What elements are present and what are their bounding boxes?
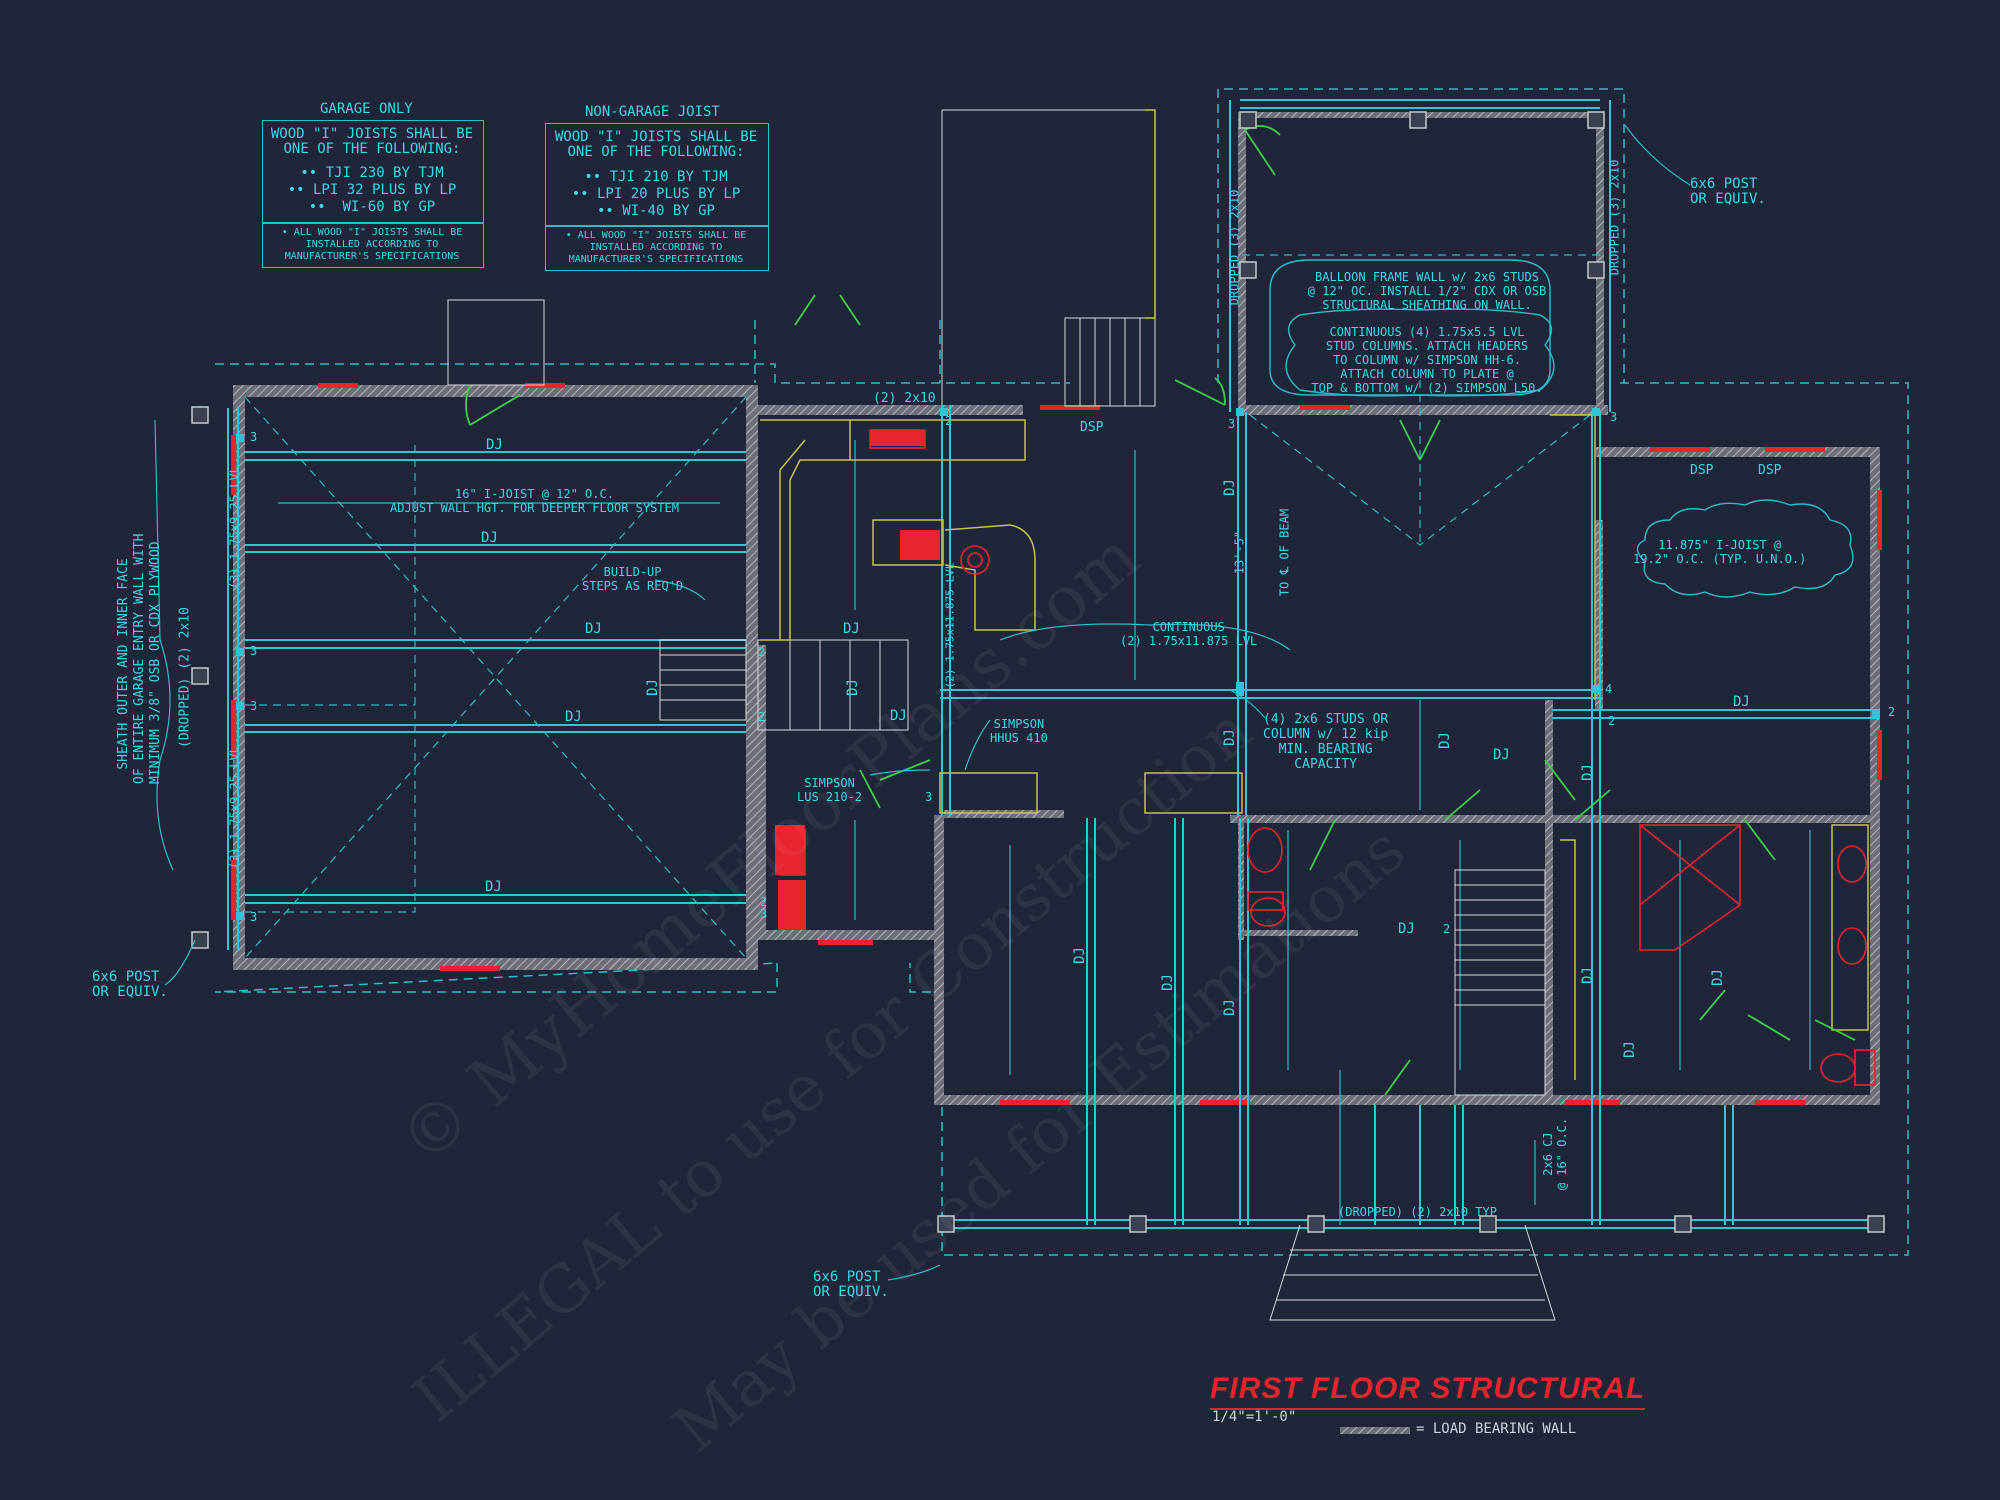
garage-option-2: •• LPI 32 PLUS BY LP [287, 182, 457, 198]
stud-columns-note: CONTINUOUS (4) 1.75x5.5 LVL STUD COLUMNS… [1311, 325, 1543, 395]
dj-label: DJ [481, 530, 498, 546]
lvl-lower: (3) 1.75x9.25 LVL [227, 746, 242, 869]
dj-label: DJ [1436, 732, 1453, 749]
column-tag: 3 [250, 430, 258, 444]
overhang-outline [214, 88, 1909, 1256]
nongarage-table-intro: WOOD "I" JOISTS SHALL BE ONE OF THE FOLL… [554, 129, 758, 160]
revision-cloud-2 [1269, 259, 1551, 396]
dj-label: DJ [1398, 921, 1415, 937]
nongarage-option-2: •• LPI 20 PLUS BY LP [571, 186, 741, 202]
column-markers [236, 408, 1880, 920]
post-note-top-right: 6x6 POST OR EQUIV. [1690, 176, 1766, 207]
column-tag: 4 [1605, 682, 1613, 696]
to-beam-note: TO ℄ OF BEAM [1277, 508, 1292, 597]
dropped-beam-3-left: DROPPED (3) 2x10 [1227, 189, 1242, 306]
posts [191, 111, 1885, 1233]
column-tag: 2 [945, 414, 953, 428]
column-tag: 2 [760, 895, 768, 909]
construction-lines [244, 254, 1811, 1225]
garage-table-heading: GARAGE ONLY [320, 101, 413, 117]
dj-label: DJ [1579, 967, 1596, 984]
plumbing-fixtures [779, 429, 1876, 1086]
post-note-left: 6x6 POST OR EQUIV. [92, 969, 168, 1000]
dj-label: DJ [1071, 947, 1088, 964]
garage-table-intro: WOOD "I" JOISTS SHALL BE ONE OF THE FOLL… [270, 126, 474, 157]
post-note-bottom: 6x6 POST OR EQUIV. [813, 1269, 889, 1300]
dj-label: DJ [1709, 969, 1726, 986]
dj-label: DJ [1733, 694, 1750, 710]
column-tag: 3 [1228, 417, 1236, 431]
column-tag: 3 [250, 699, 258, 713]
column-tag: 3 [760, 907, 768, 921]
header-2x10: (2) 2x10 [873, 391, 936, 406]
legend-swatch [1340, 1427, 1410, 1434]
dj-label: DJ [1621, 1041, 1638, 1058]
continuous-lvl-note: CONTINUOUS (2) 1.75x11.875 LVL [1120, 620, 1258, 648]
garage-joist-note: 16" I-JOIST @ 12" O.C. ADJUST WALL HGT. … [390, 487, 679, 515]
dropped-typ-note: (DROPPED) (2) 2x10 TYP [1338, 1205, 1497, 1219]
revision-cloud-3 [1285, 308, 1555, 397]
nongarage-option-3: •• WI-40 BY GP [596, 203, 715, 219]
drawing-scale: 1/4"=1'-0" [1212, 1409, 1297, 1425]
dropped-beam-left: (DROPPED) (2) 2x10 [177, 607, 193, 748]
simpson-lus-note: SIMPSON LUS 210-2 [797, 776, 863, 804]
dj-label: DJ [644, 679, 661, 696]
ijoist-right-note: 11.875" I-JOIST @ 19.2" O.C. (TYP. U.N.O… [1633, 538, 1807, 566]
column-tag: 3 [250, 644, 258, 658]
column-tag: 2 [1888, 705, 1896, 719]
column-tag: 3 [250, 910, 258, 924]
stairs [447, 109, 1556, 1321]
garage-option-1: •• TJI 230 BY TJM [300, 165, 444, 181]
simpson-hhus-note: SIMPSON HHUS 410 [990, 717, 1048, 745]
column-tag: 3 [1610, 410, 1618, 424]
column-tag: 2 [758, 710, 766, 724]
studs-column-note: (4) 2x6 STUDS OR COLUMN w/ 12 kip MIN. B… [1263, 712, 1389, 772]
garage-option-3: •• WI-60 BY GP [308, 199, 436, 215]
dj-label: DJ [565, 709, 582, 725]
dropped-beam-3-right: DROPPED (3) 2x10 [1607, 159, 1622, 276]
dj-label: DJ [585, 621, 602, 637]
balloon-frame-note: BALLOON FRAME WALL w/ 2x6 STUDS @ 12" OC… [1307, 270, 1547, 312]
dsp-label-b: DSP [1758, 463, 1782, 478]
dj-label: DJ [1221, 479, 1238, 496]
cj-note: 2x6 CJ @ 16" O.C. [1541, 1117, 1569, 1191]
garage-table-footnote: • ALL WOOD "I" JOISTS SHALL BE INSTALLED… [281, 227, 463, 262]
lvl-upper: (3) 1.75x9.25 LVL [227, 466, 242, 589]
dj-label: DJ [1579, 764, 1596, 781]
dj-label: DJ [1493, 747, 1510, 763]
dj-label: DJ [843, 621, 860, 637]
revision-cloud [1636, 499, 1854, 598]
dsp-label-a: DSP [1690, 463, 1714, 478]
sheath-note: SHEATH OUTER AND INNER FACE OF ENTIRE GA… [116, 533, 163, 784]
legend-label: = LOAD BEARING WALL [1416, 1421, 1577, 1437]
window-openings [231, 383, 1882, 1105]
beams-and-joists [227, 99, 1880, 1229]
column-tag: 3 [925, 790, 933, 804]
beam-dimension: 13'-5" [1232, 530, 1247, 575]
dsp-label-top: DSP [1080, 420, 1104, 435]
column-tag: 2 [758, 645, 766, 659]
leader-lines [154, 124, 1691, 1281]
dj-label: DJ [485, 879, 502, 895]
dj-label: DJ [486, 437, 503, 453]
column-tag: 2 [1608, 714, 1616, 728]
dj-label: DJ [844, 679, 861, 696]
nongarage-table-heading: NON-GARAGE JOIST [585, 104, 720, 120]
nongarage-option-1: •• TJI 210 BY TJM [584, 169, 728, 185]
nongarage-table-footnote: • ALL WOOD "I" JOISTS SHALL BE INSTALLED… [565, 230, 747, 265]
doors [465, 125, 1856, 1096]
drawing-title: FIRST FLOOR STRUCTURAL [1210, 1372, 1646, 1410]
column-tag: 2 [1443, 922, 1451, 936]
dj-label: DJ [890, 708, 907, 724]
build-up-steps-note: BUILD-UP STEPS AS REQ'D [582, 565, 684, 593]
